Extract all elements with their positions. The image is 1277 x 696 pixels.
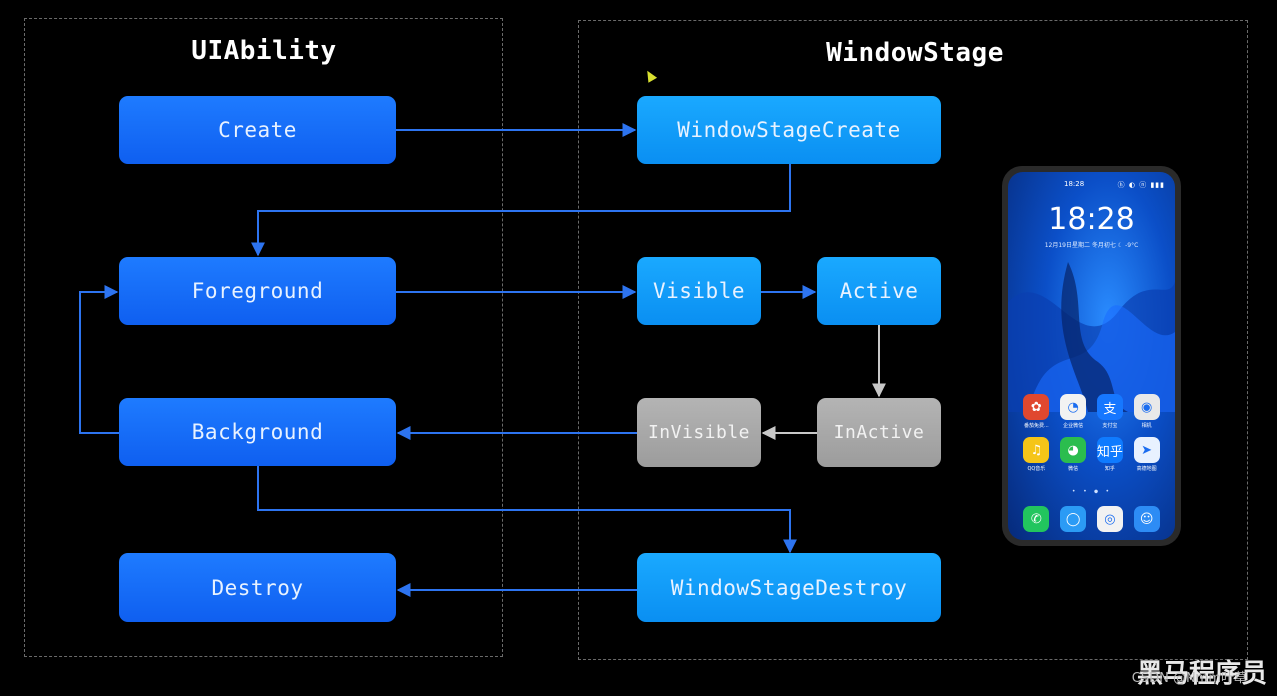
uiability-group — [24, 18, 503, 657]
uiability-title: UIAbility — [191, 36, 337, 66]
background-node: Background — [119, 398, 396, 466]
messages-icon[interactable]: ◯ — [1060, 506, 1087, 532]
phone-screen: 18:28 ⓗ ◐ ⓝ ▮▮▮ 18:28 12月19日星期二 冬月初七 ☾ -… — [1008, 172, 1175, 540]
contacts-icon[interactable]: ☺ — [1133, 506, 1160, 532]
app-dock: ✆ ◯ ◎ ☺ — [1018, 506, 1165, 532]
arrow-background-to-windowstagedestroy — [257, 466, 797, 554]
visible-node: Visible — [637, 257, 761, 325]
camera-icon: ◉ — [1133, 394, 1160, 420]
app-label: 高德地图 — [1136, 466, 1157, 472]
app-label: 支付宝 — [1102, 423, 1118, 429]
phone-mockup: 18:28 ⓗ ◐ ⓝ ▮▮▮ 18:28 12月19日星期二 冬月初七 ☾ -… — [1002, 166, 1181, 546]
camera-app[interactable]: ◉ 相机 — [1133, 394, 1160, 429]
app-label: QQ音乐 — [1027, 466, 1046, 472]
amap-icon: ➤ — [1133, 437, 1160, 463]
window-stage-destroy-node: WindowStageDestroy — [637, 553, 941, 622]
enterprise-wechat-app[interactable]: ◔ 企业微信 — [1060, 394, 1087, 429]
foreground-node: Foreground — [119, 257, 396, 325]
status-icons: ⓗ ◐ ⓝ ▮▮▮ — [1117, 181, 1165, 189]
alipay-app[interactable]: 支支付宝 — [1096, 394, 1123, 429]
amap-app[interactable]: ➤ 高德地图 — [1133, 437, 1160, 472]
csdn-watermark: CSDN @Nmm叶草 — [1131, 671, 1247, 686]
alipay-icon: 支 — [1096, 394, 1123, 420]
qq-music-icon: ♫ — [1023, 437, 1050, 463]
inactive-node: InActive — [817, 398, 941, 467]
calendar-app-icon: ✿ — [1023, 394, 1050, 420]
arrow-windowstagecreate-to-foreground — [251, 164, 791, 257]
status-time: 18:28 — [1064, 180, 1085, 188]
page-dots: • • ● • — [1071, 488, 1112, 495]
zhihu-icon: 知乎 — [1096, 437, 1123, 463]
app-label: 知乎 — [1104, 466, 1115, 472]
calendar-app-app[interactable]: ✿ 番茄免费... — [1023, 394, 1050, 429]
window-stage-create-node: WindowStageCreate — [637, 96, 941, 164]
app-label: 相机 — [1141, 423, 1152, 429]
windowstage-title: WindowStage — [826, 38, 1004, 68]
phone-icon[interactable]: ✆ — [1023, 506, 1050, 532]
app-label: 番茄免费... — [1023, 423, 1049, 429]
destroy-node: Destroy — [119, 553, 396, 622]
zhihu-app[interactable]: 知乎知乎 — [1096, 437, 1123, 472]
active-node: Active — [817, 257, 941, 325]
enterprise-wechat-icon: ◔ — [1060, 394, 1087, 420]
qq-music-app[interactable]: ♫ QQ音乐 — [1023, 437, 1050, 472]
app-grid: ✿番茄免费...◔企业微信支支付宝◉相机♫QQ音乐◕微信知乎知乎➤高德地图 — [1018, 394, 1165, 472]
create-node: Create — [119, 96, 396, 164]
browser-icon[interactable]: ◎ — [1096, 506, 1123, 532]
brand-watermark: 黑马程序员 — [1136, 659, 1267, 689]
arrow-background-to-foreground — [79, 285, 119, 434]
lockscreen-date: 12月19日星期二 冬月初七 ☾ -9°C — [1044, 242, 1139, 249]
wechat-app[interactable]: ◕ 微信 — [1060, 437, 1087, 472]
app-label: 微信 — [1068, 466, 1079, 472]
wallpaper-wave — [1008, 262, 1175, 412]
wechat-icon: ◕ — [1060, 437, 1087, 463]
invisible-node: InVisible — [637, 398, 761, 467]
windowstage-group — [578, 20, 1248, 660]
app-label: 企业微信 — [1063, 423, 1084, 429]
lockscreen-clock: 18:28 — [1048, 202, 1135, 237]
